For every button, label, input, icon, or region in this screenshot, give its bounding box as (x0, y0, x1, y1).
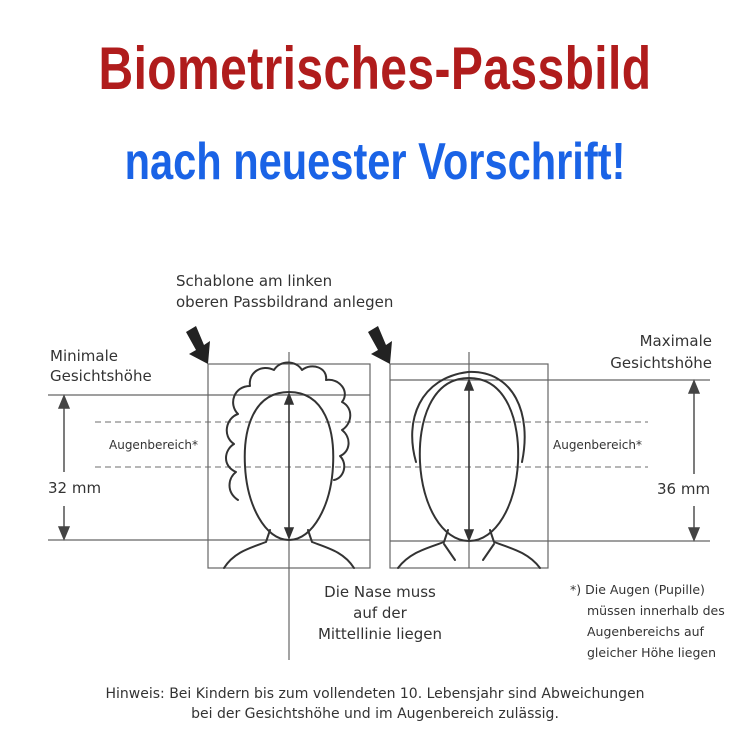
nose-label-line3: Mittellinie liegen (317, 625, 443, 643)
nose-label-line1: Die Nase muss (324, 583, 436, 601)
min-dimension-arrow-top (57, 394, 71, 409)
left-template-arrow (186, 326, 210, 364)
max-height-value: 36 mm (657, 480, 711, 498)
pupil-note-line4: gleicher Höhe liegen (587, 645, 716, 660)
page-subtitle: nach neuester Vorschrift! (124, 133, 626, 191)
hint-line1: Hinweis: Bei Kindern bis zum vollendeten… (105, 686, 645, 702)
right-neck-shoulders (397, 529, 541, 569)
right-template-arrow (368, 326, 392, 364)
left-hair-outline (225, 361, 352, 501)
left-neck-shoulders (223, 529, 355, 569)
pupil-note-line1: *) Die Augen (Pupille) (570, 582, 705, 597)
nose-label-line2: auf der (353, 604, 407, 622)
eye-area-label-left: Augenbereich* (109, 438, 199, 452)
hint-line2: bei der Gesichtshöhe und im Augenbereich… (191, 706, 559, 722)
page-title: Biometrisches-Passbild (98, 35, 652, 102)
max-dimension-arrow-bottom (687, 527, 701, 542)
template-label-line1: Schablone am linken (176, 272, 333, 290)
right-hair-outline (411, 370, 526, 463)
min-height-label-line1: Minimale (50, 347, 118, 365)
left-face-arrow-top (283, 391, 295, 405)
right-face-arrow-bottom (463, 529, 475, 543)
max-height-label-line1: Maximale (639, 332, 712, 350)
max-height-label-line2: Gesichtshöhe (610, 354, 712, 372)
min-dimension-arrow-bottom (57, 526, 71, 541)
left-face-arrow-bottom (283, 527, 295, 541)
eye-area-label-right: Augenbereich* (553, 438, 643, 452)
min-height-value: 32 mm (48, 479, 102, 497)
min-height-label-line2: Gesichtshöhe (50, 367, 152, 385)
pupil-note-line3: Augenbereichs auf (587, 624, 704, 639)
template-label-line2: oberen Passbildrand anlegen (176, 293, 394, 311)
right-face-arrow-top (463, 377, 475, 391)
pupil-note-line2: müssen innerhalb des (587, 603, 725, 618)
max-dimension-arrow-top (687, 379, 701, 394)
right-collar (443, 543, 495, 561)
